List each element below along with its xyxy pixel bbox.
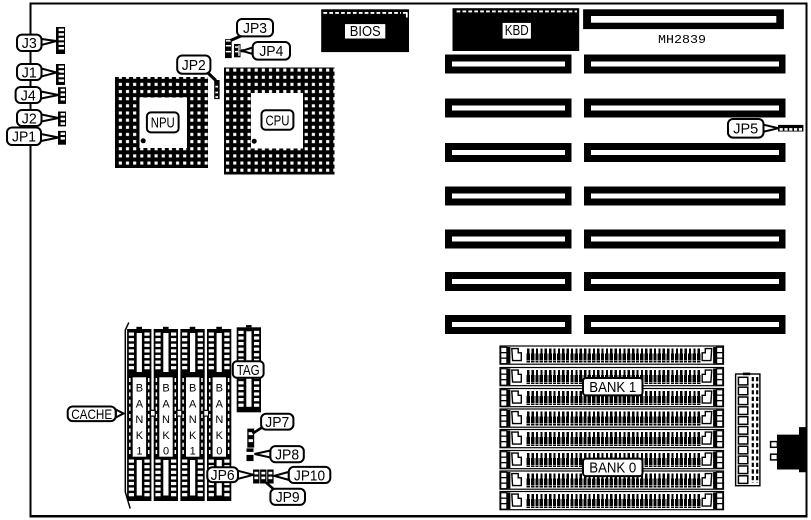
svg-text:J2: J2 [22,110,37,127]
svg-text:JP4: JP4 [259,43,283,60]
svg-text:CPU: CPU [265,112,289,129]
svg-text:TAG: TAG [237,362,260,379]
svg-text:JP10: JP10 [294,467,325,484]
svg-text:K: K [189,430,197,442]
svg-text:JP5: JP5 [733,121,758,138]
svg-text:B: B [216,383,223,395]
svg-text:JP9: JP9 [276,489,300,506]
svg-text:N: N [189,414,197,426]
svg-text:JP6: JP6 [211,467,235,484]
svg-text:N: N [215,414,223,426]
svg-text:B: B [162,383,169,395]
svg-text:1: 1 [190,446,196,458]
svg-text:BIOS: BIOS [350,23,381,40]
svg-text:NPU: NPU [151,115,175,132]
svg-text:0: 0 [163,446,169,458]
svg-text:N: N [162,414,170,426]
svg-text:JP8: JP8 [275,447,299,464]
svg-text:JP7: JP7 [265,414,289,431]
svg-text:A: A [189,398,197,410]
svg-text:A: A [216,398,224,410]
svg-text:A: A [162,398,170,410]
svg-text:JP2: JP2 [182,57,206,74]
svg-text:K: K [136,430,144,442]
svg-text:J1: J1 [22,64,37,81]
svg-text:0: 0 [216,446,222,458]
svg-text:A: A [136,398,144,410]
svg-text:J3: J3 [22,35,37,52]
svg-text:JP1: JP1 [12,129,36,146]
svg-text:N: N [135,414,143,426]
svg-text:JP3: JP3 [243,20,267,37]
svg-text:K: K [162,430,170,442]
svg-text:B: B [189,383,196,395]
svg-text:CACHE: CACHE [71,406,112,422]
svg-text:1: 1 [136,446,142,458]
svg-text:KBD: KBD [505,22,529,39]
svg-text:BANK 0: BANK 0 [589,460,636,477]
svg-text:J4: J4 [21,87,36,104]
svg-text:K: K [216,430,224,442]
svg-text:MH2839: MH2839 [658,33,706,47]
svg-text:BANK 1: BANK 1 [589,379,636,396]
svg-text:B: B [136,383,143,395]
